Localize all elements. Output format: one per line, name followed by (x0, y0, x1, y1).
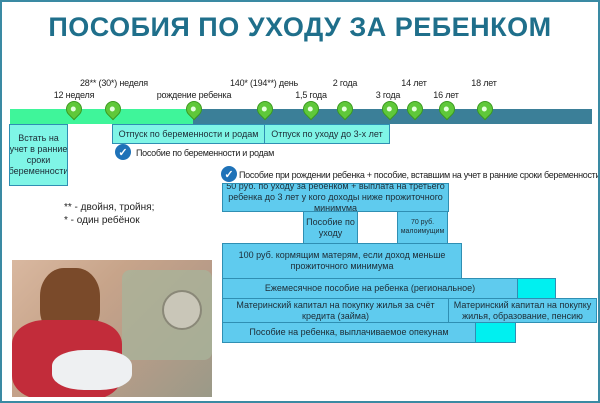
benefit-care: Пособие по уходу (303, 211, 358, 244)
benefit-guardians-extension (475, 322, 516, 343)
page-title: ПОСОБИЯ ПО УХОДУ ЗА РЕБЕНКОМ (48, 12, 552, 42)
benefit-guardians: Пособие на ребенка, выплачиваемое опекун… (222, 322, 476, 343)
coin-image (162, 290, 202, 330)
period-register: Встать на учет в ранние сроки беременнос… (9, 124, 68, 186)
benefit-capital-credit: Материнский капитал на покупку жилья за … (222, 298, 449, 323)
note-twins: ** - двойня, тройня; (64, 202, 155, 213)
checkmark-icon: ✓ (115, 144, 131, 160)
timeline-label: 16 лет (433, 90, 459, 100)
timeline-label: 1,5 года (295, 90, 327, 100)
period-maternity-leave: Отпуск по беременности и родам (112, 124, 265, 144)
benefit-100rub: 100 руб. кормящим матерям, если доход ме… (222, 243, 462, 279)
timeline-label: 12 неделя (53, 90, 95, 100)
timeline-label: 3 года (375, 90, 401, 100)
timeline-label: 28** (30*) неделя (80, 78, 148, 88)
note-single: * - один ребёнок (64, 215, 140, 226)
baby-image (52, 350, 132, 390)
timeline-label: рождение ребенка (156, 90, 232, 100)
benefit-monthly-extension (517, 278, 556, 299)
timeline-label: 14 лет (401, 78, 427, 88)
mother-baby-photo (12, 260, 212, 397)
timeline-bar-pregnancy (10, 109, 193, 124)
checkmark-icon: ✓ (221, 166, 237, 182)
benefit-70rub: 70 руб. малоимущим (397, 211, 448, 244)
check-item: Пособие по беременности и родам (136, 148, 274, 158)
timeline-label: 2 года (332, 78, 358, 88)
benefit-capital-other: Материнский капитал на покупку жилья, об… (448, 298, 597, 323)
benefit-monthly: Ежемесячное пособие на ребенка (регионал… (222, 278, 518, 299)
check-item: Пособие при рождении ребенка + пособие, … (239, 170, 600, 180)
benefit-50rub: 50 руб. по уходу за ребенком + выплата н… (222, 183, 449, 212)
period-care-leave: Отпуск по уходу до 3-х лет (264, 124, 390, 144)
timeline-label: 140* (194**) день (229, 78, 299, 88)
timeline-label: 18 лет (471, 78, 497, 88)
